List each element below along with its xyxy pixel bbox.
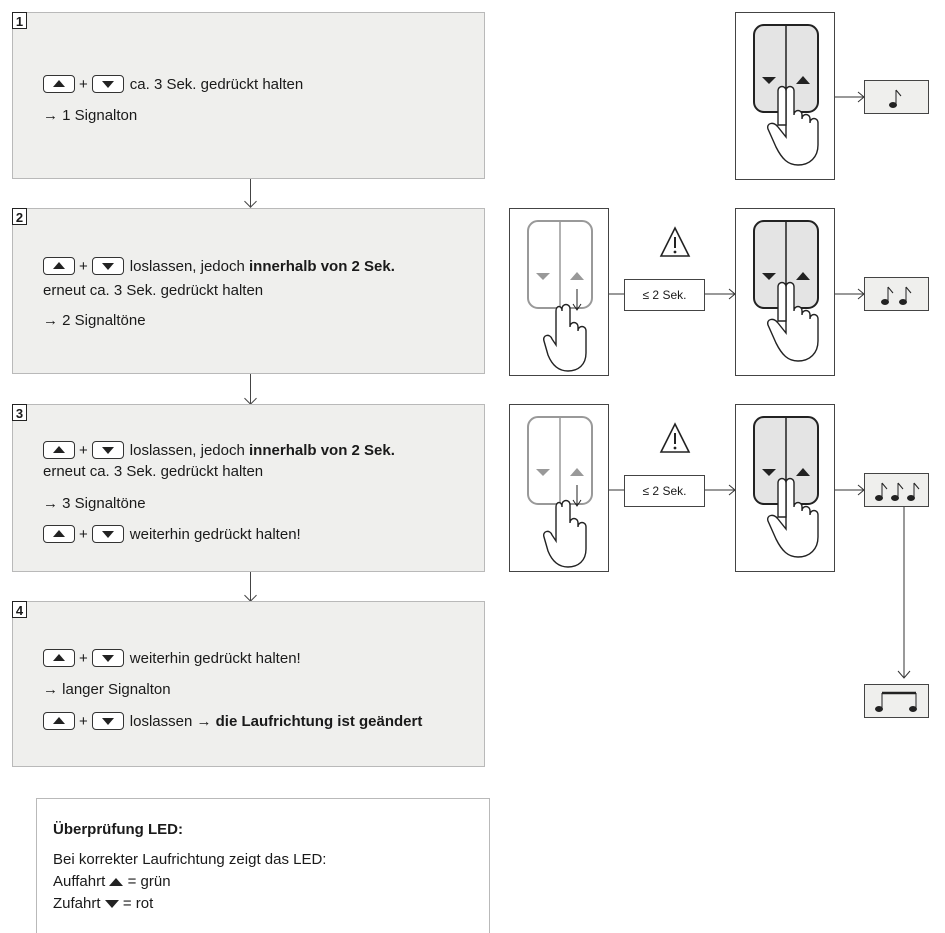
step-1-line-1: + ca. 3 Sek. gedrückt halten — [43, 75, 303, 93]
step-2-line-3: → 2 Signaltöne — [43, 312, 146, 329]
pressing-hand-icon — [766, 281, 819, 362]
down-key-icon — [91, 525, 124, 543]
step-4-line-2: → langer Signalton — [43, 681, 171, 698]
music-note-icon — [881, 286, 912, 305]
step-3-line-4: + weiterhin gedrückt halten! — [43, 525, 301, 543]
long-note-icon — [875, 691, 917, 712]
switch-icon — [527, 416, 593, 507]
switch-icon — [527, 220, 593, 311]
down-key-icon — [91, 712, 124, 730]
music-note-icon — [875, 482, 920, 501]
down-key-icon — [91, 441, 124, 459]
down-key-icon — [91, 649, 124, 667]
step-1-box: 1 + ca. 3 Sek. gedrückt halten → 1 Signa… — [12, 12, 485, 179]
led-check-line-1: Bei korrekter Laufrichtung zeigt das LED… — [53, 851, 327, 868]
up-arrow-icon — [109, 878, 124, 887]
up-key-icon — [43, 525, 75, 543]
step-4-line-3: + loslassen → die Laufrichtung ist geänd… — [43, 712, 422, 730]
step-4-line-1: + weiterhin gedrückt halten! — [43, 649, 301, 667]
step-number: 1 — [12, 12, 27, 29]
step-number: 4 — [12, 601, 27, 618]
up-key-icon — [43, 75, 75, 93]
step-3-line-3: → 3 Signaltöne — [43, 495, 146, 512]
hand-icon — [542, 303, 587, 372]
switch-panel-released — [509, 208, 609, 376]
step-2-box: 2 + loslassen, jedoch innerhalb von 2 Se… — [12, 208, 485, 374]
pressing-hand-icon — [766, 85, 819, 166]
signal-box-2 — [864, 277, 929, 311]
step-4-box: 4 + weiterhin gedrückt halten! → langer … — [12, 601, 485, 767]
down-key-icon — [91, 257, 124, 275]
hand-icon — [542, 499, 587, 568]
step-3-box: 3 + loslassen, jedoch innerhalb von 2 Se… — [12, 404, 485, 572]
time-limit-label: ≤ 2 Sek. — [624, 279, 705, 311]
up-key-icon — [43, 712, 75, 730]
led-check-line-3: Zufahrt = rot — [53, 895, 154, 912]
signal-box-long — [864, 684, 929, 718]
switch-panel-pressed — [735, 404, 835, 572]
switch-panel-pressed — [735, 12, 835, 180]
step-3-line-1: + loslassen, jedoch innerhalb von 2 Sek. — [43, 441, 395, 459]
led-check-title: Überprüfung LED: — [53, 821, 183, 838]
flow-connector — [250, 374, 251, 404]
time-limit-label: ≤ 2 Sek. — [624, 475, 705, 507]
step-1-line-2: → 1 Signalton — [43, 107, 138, 124]
down-key-icon — [91, 75, 124, 93]
pressing-hand-icon — [766, 477, 819, 558]
warning-triangle-icon — [659, 422, 691, 453]
step-3-line-2: erneut ca. 3 Sek. gedrückt halten — [43, 463, 264, 480]
music-note-icon — [889, 89, 902, 108]
down-arrow-icon — [104, 900, 119, 909]
step-2-line-2: erneut ca. 3 Sek. gedrückt halten — [43, 282, 264, 299]
led-check-box: Überprüfung LED: Bei korrekter Laufricht… — [36, 798, 490, 933]
up-key-icon — [43, 257, 75, 275]
step-2-line-1: + loslassen, jedoch innerhalb von 2 Sek. — [43, 257, 395, 275]
warning-triangle-icon — [659, 226, 691, 257]
signal-box-1 — [864, 80, 929, 114]
step-number: 2 — [12, 208, 27, 225]
flow-connector — [250, 572, 251, 601]
up-key-icon — [43, 649, 75, 667]
flow-connector — [250, 179, 251, 207]
signal-box-3 — [864, 473, 929, 507]
up-key-icon — [43, 441, 75, 459]
step-number: 3 — [12, 404, 27, 421]
led-check-line-2: Auffahrt = grün — [53, 873, 171, 890]
switch-panel-released — [509, 404, 609, 572]
switch-panel-pressed — [735, 208, 835, 376]
